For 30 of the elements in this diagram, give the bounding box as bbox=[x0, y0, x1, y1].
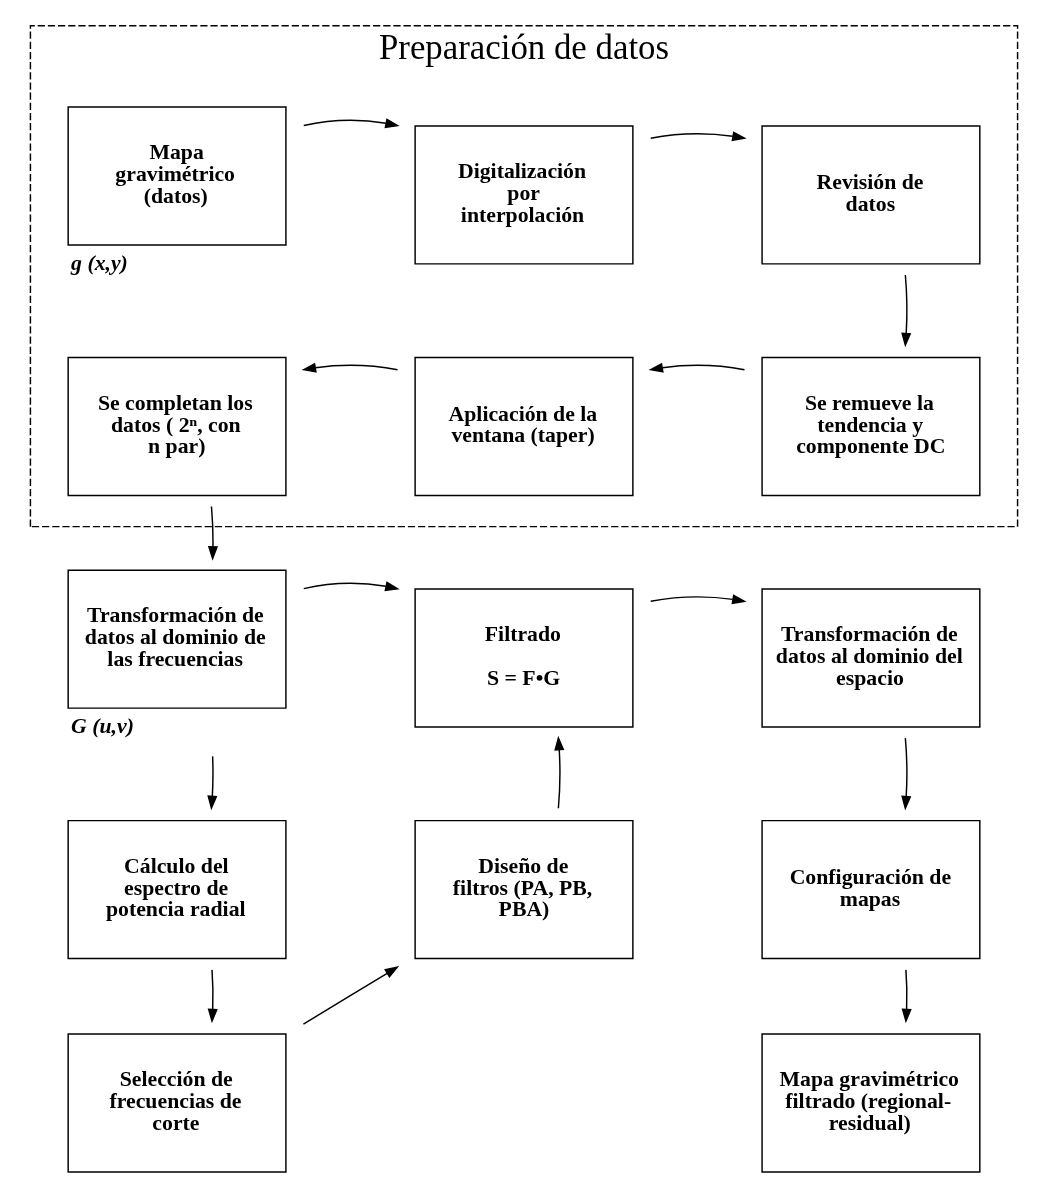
node-label: G (u,v) bbox=[70, 713, 134, 738]
node-box: Selección de frecuencias de corte bbox=[66, 1033, 287, 1173]
node-box: Cálculo del espectro de potencia radial bbox=[66, 819, 287, 960]
arrow bbox=[900, 274, 911, 348]
arrow bbox=[553, 735, 564, 809]
node-box: Digitalización por interpolación bbox=[413, 125, 634, 265]
node-box: Se remueve la tendencia y componente DC bbox=[760, 356, 981, 497]
node-label: g (x,y) bbox=[70, 250, 128, 275]
arrow bbox=[207, 969, 218, 1024]
arrow bbox=[302, 581, 400, 592]
node-box: Mapa gravimétrico (datos) bbox=[66, 106, 287, 246]
node-box: Transformación de datos al dominio de las frecuencias bbox=[66, 569, 287, 709]
arrow bbox=[302, 966, 399, 1025]
arrow bbox=[206, 755, 217, 811]
arrow bbox=[207, 505, 218, 561]
arrow bbox=[901, 969, 912, 1024]
node-box: Aplicación de la ventana (taper) bbox=[413, 356, 634, 497]
arrow bbox=[900, 737, 911, 811]
node-box: Revisión de datos bbox=[760, 125, 981, 265]
node-box: Transformación de datos al dominio del espacio bbox=[760, 588, 981, 728]
node-box: Configuración de mapas bbox=[760, 819, 981, 960]
node-box: Diseño de filtros (PA, PB, PBA) bbox=[413, 819, 634, 960]
arrow bbox=[302, 118, 400, 129]
arrow bbox=[301, 362, 398, 373]
node-box: Filtrado S = F•G bbox=[413, 588, 634, 728]
arrow bbox=[649, 594, 747, 605]
arrow bbox=[648, 362, 745, 373]
node-box: Mapa gravimétrico filtrado (regional-residual) bbox=[760, 1033, 981, 1173]
arrow bbox=[649, 131, 747, 142]
node-box: Se completan los datos ( 2ⁿ, con n par) bbox=[66, 356, 287, 497]
